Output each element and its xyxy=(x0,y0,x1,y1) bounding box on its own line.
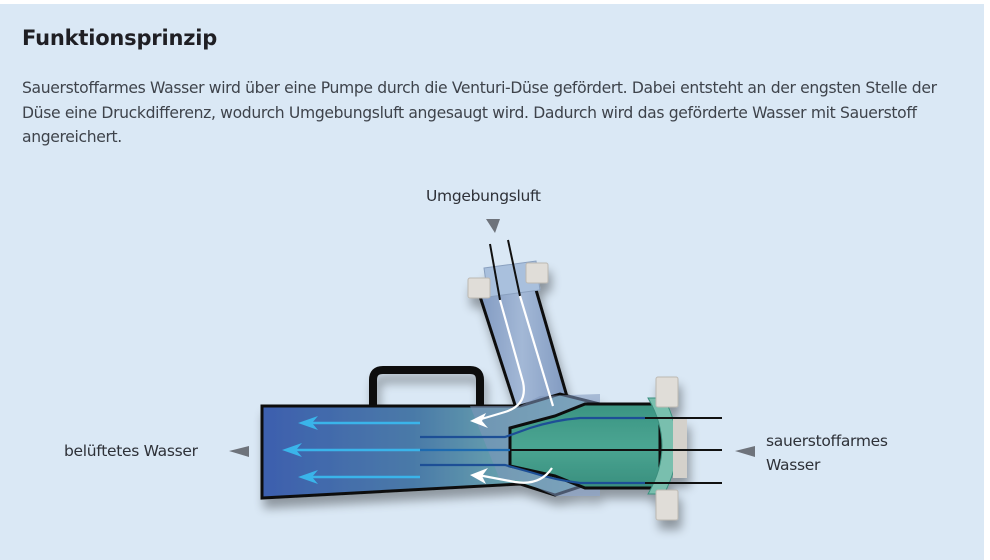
air-inlet-pointer-icon xyxy=(486,219,500,233)
outlet-label: belüftetes Wasser xyxy=(64,442,198,460)
air-flow-arrows xyxy=(477,295,555,484)
inlet-label-line1: sauerstoffarmes xyxy=(766,432,888,450)
air-inlet-label: Umgebungsluft xyxy=(426,187,541,205)
outlet-pointer-icon xyxy=(229,446,249,457)
inlet-label-line2: Wasser xyxy=(766,456,821,474)
inlet-label: sauerstoffarmes Wasser xyxy=(766,429,966,477)
flow-arrows xyxy=(282,416,420,484)
page-title: Funktionsprinzip xyxy=(22,26,218,50)
inlet-pointer-icon xyxy=(735,446,755,457)
description-text: Sauerstoffarmes Wasser wird über eine Pu… xyxy=(22,79,937,146)
